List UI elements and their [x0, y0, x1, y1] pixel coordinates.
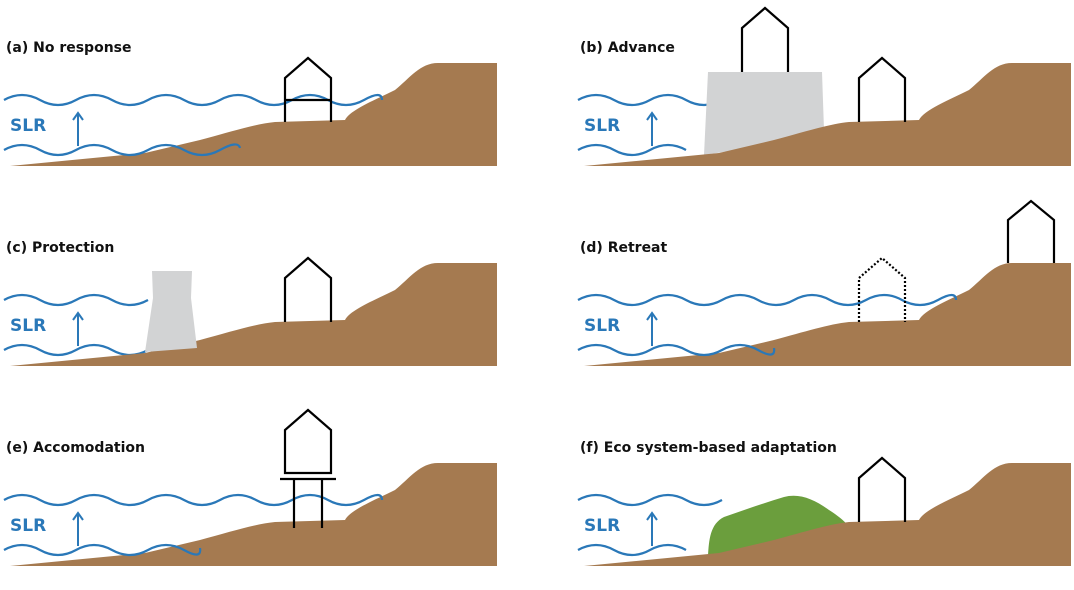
water-wave-low [3, 543, 202, 557]
water-wave-high [3, 493, 384, 507]
panel-eco-system-based-adaptation: (f) Eco system-based adaptation SLR [574, 400, 1074, 590]
relocated-house-icon [1006, 199, 1056, 263]
sea-level-arrowhead [646, 111, 658, 121]
house-icon-advanced [740, 6, 790, 72]
slr-label: SLR [584, 516, 621, 536]
house-icon [283, 256, 333, 322]
panel-title: (a) No response [6, 40, 132, 56]
house-icon [857, 56, 907, 122]
panel-retreat: (d) Retreat SLR [574, 199, 1074, 390]
panel-protection: (c) Protection SLR [0, 200, 500, 390]
water-wave-low [3, 143, 242, 157]
panel-c-illustration [3, 256, 497, 366]
house-icon [283, 56, 333, 122]
coast-land [10, 263, 497, 366]
panel-d-illustration [577, 199, 1071, 366]
coast-land [584, 63, 1071, 166]
abandoned-house-icon [857, 256, 907, 322]
panel-f-illustration [577, 456, 1071, 566]
stilt-house-icon [280, 408, 336, 528]
slr-label: SLR [584, 316, 621, 336]
panel-accomodation: (e) Accomodation SLR [0, 400, 500, 590]
panel-title: (e) Accomodation [6, 440, 145, 456]
panel-no-response: (a) No response SLR [0, 0, 500, 190]
panel-advance: (b) Advance SLR [574, 0, 1074, 190]
coast-land [10, 63, 497, 166]
water-wave-low [577, 343, 776, 357]
panel-e-illustration [3, 408, 497, 566]
water-wave-low [577, 543, 687, 557]
slr-label: SLR [10, 316, 47, 336]
sea-level-arrowhead [72, 111, 84, 121]
sea-level-arrowhead [646, 511, 658, 521]
coast-land [584, 263, 1071, 366]
water-wave-low [577, 143, 687, 157]
slr-label: SLR [584, 116, 621, 136]
water-wave-high [577, 293, 958, 307]
panel-b-illustration [577, 6, 1071, 166]
coast-land [10, 463, 497, 566]
land-reclamation-block [704, 72, 824, 155]
sea-level-arrowhead [646, 311, 658, 321]
slr-label: SLR [10, 516, 47, 536]
sea-level-arrowhead [72, 511, 84, 521]
panel-title: (d) Retreat [580, 240, 668, 256]
water-wave-high [577, 493, 723, 507]
coast-land [584, 463, 1071, 566]
water-wave-high [577, 93, 723, 107]
slr-label: SLR [10, 116, 47, 136]
panel-a-illustration [3, 56, 497, 166]
sea-wall [145, 271, 197, 352]
water-wave-low [3, 343, 149, 357]
panel-title: (f) Eco system-based adaptation [580, 440, 837, 456]
panel-title: (c) Protection [6, 240, 115, 256]
panel-title: (b) Advance [580, 40, 675, 56]
sea-level-arrowhead [72, 311, 84, 321]
house-icon [857, 456, 907, 522]
water-wave-high [3, 293, 149, 307]
